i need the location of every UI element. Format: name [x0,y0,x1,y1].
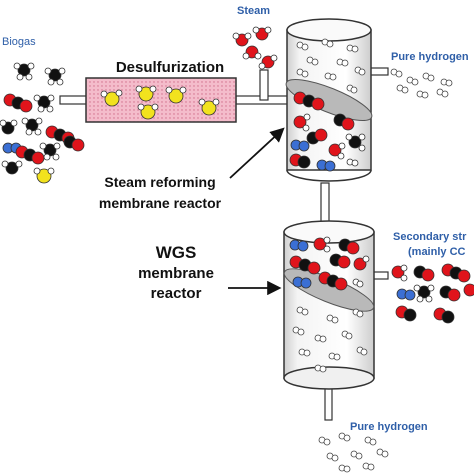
reactor-top-lid [286,18,372,42]
arrows [228,127,285,296]
wgs-label-line1: WGS [156,243,197,262]
biogas-molecules [0,62,85,184]
wgs-reactor [283,220,375,390]
biogas-label: Biogas [2,36,36,48]
pure-hydrogen-bottom-molecules [318,432,389,473]
steam-reforming-label-line2: membrane reactor [99,195,222,211]
wgs-label-line3: reactor [151,285,202,302]
wgs-mixture-molecules [289,236,370,291]
steam-label: Steam [237,5,270,17]
pipe-biogas-inlet [59,95,89,105]
secondary-stream-label-line1: Secondary str [393,231,467,243]
steam-reforming-label-line1: Steam reforming [104,174,215,190]
steam-molecules [232,26,278,70]
reactor-bottom-base [283,366,375,390]
reactor-bottom-lid [283,220,375,244]
pure-hydrogen-bottom-label: Pure hydrogen [350,421,428,433]
pure-hydrogen-top-label: Pure hydrogen [391,51,469,63]
secondary-stream-label-line2: (mainly CC [408,246,466,258]
reforming-mixture-molecules [289,91,366,172]
pure-hydrogen-top-molecules [390,68,453,99]
pipe-h2-bottom [324,387,333,421]
pipe-h2-top [369,67,389,76]
reactor-top-base [286,169,372,182]
sulfur-molecules [100,85,220,120]
membrane-top [285,78,373,122]
wgs-label-line2: membrane [138,265,214,282]
secondary-stream-molecules [391,263,474,324]
pipe-steam [259,69,269,101]
hydrogen-molecules-top [296,38,366,94]
arrow-to-reforming-reactor [229,127,285,179]
steam-reforming-reactor [285,18,373,182]
desulfurization-label: Desulfurization [116,59,224,76]
hydrogen-molecules-bottom [292,306,368,373]
desulfurization-unit: Desulfurization [85,59,237,123]
